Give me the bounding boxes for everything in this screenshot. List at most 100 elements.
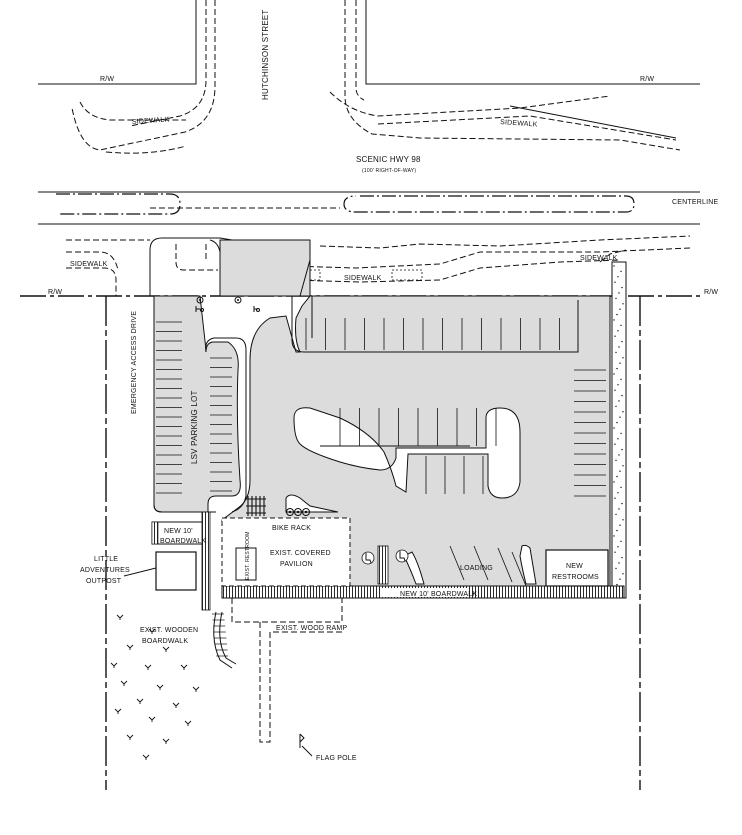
concrete-dot bbox=[614, 551, 616, 553]
stall-line bbox=[497, 547, 513, 583]
concrete-dot bbox=[613, 427, 615, 429]
vegetation-mark bbox=[148, 628, 156, 634]
new-boardwalk-bottom-label: NEW 10' BOARDWALK bbox=[400, 591, 477, 598]
concrete-dot bbox=[619, 470, 621, 472]
exist-covered-pavilion-label-2: PAVILION bbox=[280, 561, 313, 568]
concrete-dot bbox=[613, 373, 615, 375]
sidewalk-label-top-left: SIDEWALK bbox=[132, 116, 170, 126]
concrete-dot bbox=[617, 276, 619, 278]
concrete-dot bbox=[621, 556, 623, 559]
concrete-dot bbox=[618, 508, 620, 510]
hutchinson-street bbox=[38, 0, 700, 154]
bike-rack-icon bbox=[246, 496, 266, 516]
concrete-dot bbox=[620, 270, 622, 273]
vegetation-mark bbox=[126, 644, 134, 650]
new-restrooms-label-1: NEW bbox=[566, 563, 583, 570]
parking-curbs bbox=[149, 237, 579, 513]
bollard-icons bbox=[286, 508, 310, 516]
concrete-dot bbox=[618, 454, 620, 456]
bike-mark bbox=[262, 496, 266, 516]
concrete-dot bbox=[619, 362, 621, 364]
bike-mark bbox=[250, 496, 254, 516]
vegetation-mark bbox=[136, 698, 144, 704]
exist-wooden-boardwalk-label-2: BOARDWALK bbox=[142, 638, 188, 645]
hutchinson-street-label: HUTCHINSON STREET bbox=[261, 9, 270, 100]
rw-label-mid-right: R/W bbox=[704, 289, 718, 296]
concrete-dot bbox=[618, 346, 620, 348]
vegetation-mark bbox=[180, 664, 188, 670]
new-boardwalk-left-label-1: NEW 10' bbox=[164, 528, 193, 535]
concrete-dot bbox=[620, 324, 622, 327]
concrete-dot bbox=[620, 432, 622, 435]
south-islands bbox=[285, 494, 537, 585]
vegetation-mark bbox=[126, 734, 134, 740]
concrete-dot bbox=[621, 394, 623, 397]
east-sidewalk bbox=[611, 261, 627, 599]
exist-wood-ramp-label: EXIST. WOOD RAMP bbox=[276, 625, 347, 632]
vegetation-mark bbox=[148, 716, 156, 722]
vegetation-mark bbox=[156, 684, 164, 690]
right-of-way-line bbox=[20, 295, 700, 790]
concrete-dot bbox=[621, 448, 623, 451]
concrete-dot bbox=[622, 519, 624, 521]
hatched-crosswalk bbox=[377, 545, 389, 585]
rw-label-top-right: R/W bbox=[640, 76, 654, 83]
central-island bbox=[293, 407, 521, 499]
west-boardwalk bbox=[151, 511, 211, 611]
bike-mark bbox=[246, 496, 250, 516]
scenic-hwy-label: SCENIC HWY 98 bbox=[356, 155, 421, 164]
new-restrooms-label-2: RESTROOMS bbox=[552, 574, 599, 581]
concrete-dot bbox=[614, 497, 616, 499]
concrete-dot bbox=[619, 308, 621, 310]
little-adventures-outpost-building bbox=[123, 551, 197, 591]
concrete-dot bbox=[613, 535, 615, 537]
vegetation-mark bbox=[142, 754, 150, 760]
vegetation-icon bbox=[110, 614, 200, 760]
stall-line bbox=[473, 545, 489, 581]
concrete-dot bbox=[621, 286, 623, 289]
concrete-dot bbox=[614, 443, 616, 445]
exist-covered-pavilion-label-1: EXIST. COVERED bbox=[270, 550, 331, 557]
loading-label: LOADING bbox=[460, 565, 493, 572]
concrete-dot bbox=[615, 297, 617, 300]
lsv-parking-lot-label: LSV PARKING LOT bbox=[190, 390, 199, 464]
covered-pavilion bbox=[221, 517, 351, 587]
flag-pole-label: FLAG POLE bbox=[316, 755, 357, 762]
sidewalk-label-mid-center: SIDEWALK bbox=[344, 275, 382, 282]
concrete-dot bbox=[617, 438, 619, 440]
concrete-dot bbox=[622, 357, 624, 359]
concrete-dot bbox=[622, 573, 624, 575]
concrete-dot bbox=[618, 562, 620, 564]
concrete-dot bbox=[617, 330, 619, 332]
concrete-dot bbox=[620, 378, 622, 381]
concrete-dot bbox=[616, 421, 618, 424]
exist-restroom-label: EXIST. RESTROOM bbox=[245, 531, 251, 580]
concrete-dot bbox=[617, 384, 619, 386]
stall-lines[interactable] bbox=[156, 318, 606, 587]
concrete-dot bbox=[613, 265, 615, 267]
concrete-dot bbox=[621, 340, 623, 343]
bike-mark bbox=[258, 496, 262, 516]
concrete-dot bbox=[615, 513, 617, 516]
bike-mark bbox=[254, 496, 258, 516]
sidewalk-label-mid-right: SIDEWALK bbox=[580, 255, 618, 262]
concrete-dot bbox=[622, 303, 624, 305]
concrete-dot bbox=[619, 578, 621, 580]
exist-wooden-boardwalk-label-1: EXIST. WOODEN bbox=[140, 627, 198, 634]
concrete-dot bbox=[617, 546, 619, 548]
vegetation-mark bbox=[162, 646, 170, 652]
concrete-dot bbox=[616, 583, 618, 586]
concrete-dot bbox=[616, 475, 618, 478]
vegetation-mark bbox=[162, 738, 170, 744]
vegetation-mark bbox=[116, 614, 124, 620]
vegetation-mark bbox=[144, 664, 152, 670]
concrete-dot bbox=[616, 367, 618, 370]
concrete-dot bbox=[614, 335, 616, 337]
little-adventures-label-1: LITTLE bbox=[94, 556, 118, 563]
concrete-dot bbox=[619, 524, 621, 526]
rw-label-mid-left: R/W bbox=[48, 289, 62, 296]
stall-line bbox=[449, 545, 465, 581]
concrete-dot bbox=[616, 313, 618, 316]
sidewalk-label-top-right: SIDEWALK bbox=[500, 119, 538, 129]
